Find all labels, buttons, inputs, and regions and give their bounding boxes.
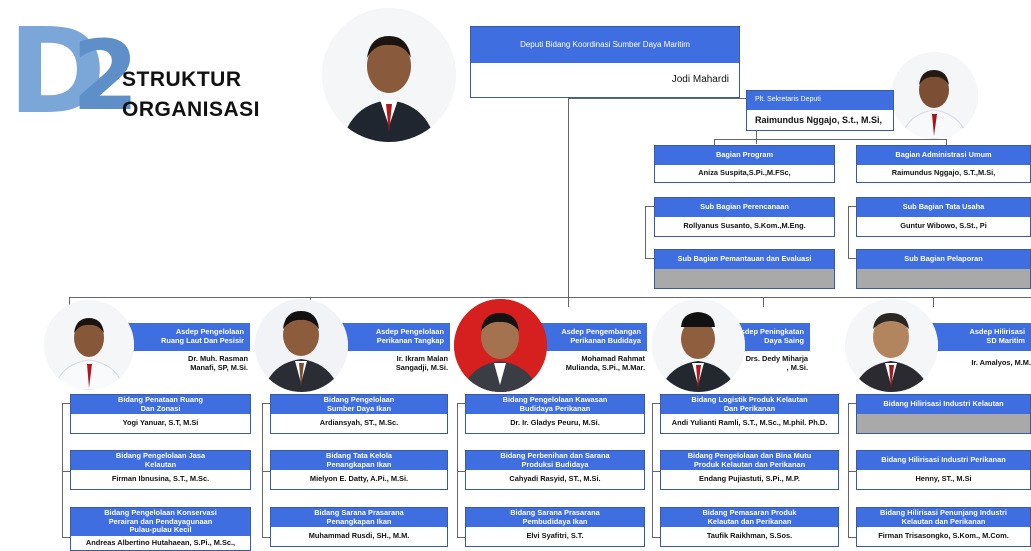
bidang-4-3-name: Taufik Raikhman, S.Sos. (706, 531, 793, 541)
logo-number: 2 (72, 20, 139, 132)
bidang-3-3-name: Elvi Syafitri, S.T. (526, 531, 584, 541)
bidang-5-1-title: Bidang Hilirisasi Industri Kelautan (857, 395, 1030, 414)
deputi-title: Deputi Bidang Koordinasi Sumber Daya Mar… (471, 27, 739, 63)
asdep-5-photo (845, 299, 938, 392)
subbagian-tatausaha-title: Sub Bagian Tata Usaha (857, 198, 1030, 217)
bidang-5-2: Bidang Hilirisasi Industri Perikanan Hen… (856, 450, 1031, 490)
bidang-5-2-title: Bidang Hilirisasi Industri Perikanan (857, 451, 1030, 470)
bidang-1-2: Bidang Pengelolaan Jasa Kelautan Firman … (70, 450, 251, 490)
bidang-3-1-title: Bidang Pengelolaan Kawasan Budidaya Peri… (466, 395, 644, 414)
asdep-4-name: Drs. Dedy Miharja , M.Si. (745, 354, 808, 373)
bidang-5-3: Bidang Hilirisasi Penunjang Industri Kel… (856, 507, 1031, 547)
asdep-3-photo (454, 299, 547, 392)
bagian-administrasi-name: Raimundus Nggajo, S.T.,M.Si, (891, 168, 996, 178)
bidang-3-2: Bidang Perbenihan dan Sarana Produksi Bu… (465, 450, 645, 490)
bidang-3-2-name: Cahyadi Rasyid, ST., M.Si. (509, 474, 601, 484)
bidang-2-3-title: Bidang Sarana Prasarana Penangkapan Ikan (271, 508, 447, 527)
bidang-4-2: Bidang Pengelolaan dan Bina Mutu Produk … (660, 450, 839, 490)
bagian-administrasi-title: Bagian Administrasi Umum (857, 146, 1030, 165)
subbagian-tatausaha-box: Sub Bagian Tata Usaha Guntur Wibowo, S.S… (856, 197, 1031, 237)
bagian-program-box: Bagian Program Aniza Suspita,S.Pi.,M.FSc… (654, 145, 835, 183)
bidang-2-3: Bidang Sarana Prasarana Penangkapan Ikan… (270, 507, 448, 547)
subbagian-perencanaan-name: Rollyanus Susanto, S.Kom.,M.Eng. (683, 221, 806, 231)
deputi-photo (322, 8, 456, 142)
logo-title-line2: ORGANISASI (122, 98, 261, 121)
bidang-2-1-title: Bidang Pengelolaan Sumber Daya Ikan (271, 395, 447, 414)
asdep-2-photo (255, 299, 348, 392)
logo-title-line1: STRUKTUR (122, 68, 242, 91)
subbagian-pemantauan-title: Sub Bagian Pemantauan dan Evaluasi (655, 250, 834, 269)
subbagian-perencanaan-box: Sub Bagian Perencanaan Rollyanus Susanto… (654, 197, 835, 237)
bidang-4-3: Bidang Pemasaran Produk Kelautan dan Per… (660, 507, 839, 547)
subbagian-pemantauan-box: Sub Bagian Pemantauan dan Evaluasi (654, 249, 835, 289)
bidang-1-3-title: Bidang Pengelolaan Konservasi Perairan d… (71, 508, 250, 536)
bagian-administrasi-box: Bagian Administrasi Umum Raimundus Nggaj… (856, 145, 1031, 183)
bidang-3-1-name: Dr. Ir. Gladys Peuru, M.Si. (510, 418, 600, 428)
subbagian-pelaporan-box: Sub Bagian Pelaporan (856, 249, 1031, 289)
bidang-4-3-title: Bidang Pemasaran Produk Kelautan dan Per… (661, 508, 838, 527)
bidang-3-3: Bidang Sarana Prasarana Pembudidaya Ikan… (465, 507, 645, 547)
subbagian-pelaporan-title: Sub Bagian Pelaporan (857, 250, 1030, 269)
subbagian-pelaporan-name (857, 269, 1030, 288)
bidang-3-1: Bidang Pengelolaan Kawasan Budidaya Peri… (465, 394, 645, 434)
bidang-1-2-title: Bidang Pengelolaan Jasa Kelautan (71, 451, 250, 470)
asdep-2-name: Ir. Ikram Malan Sangadji, M.Si. (395, 354, 448, 373)
asdep-1-photo (44, 300, 134, 390)
subbagian-pemantauan-name (655, 269, 834, 288)
bidang-5-1: Bidang Hilirisasi Industri Kelautan (856, 394, 1031, 434)
subbagian-tatausaha-name: Guntur Wibowo, S.St., Pi (900, 221, 987, 231)
deputi-name: Jodi Mahardi (671, 74, 729, 85)
bidang-4-2-name: Endang Pujiastuti, S.Pi., M.P. (699, 474, 800, 484)
bidang-2-2-name: Mielyon E. Datty, A.Pi., M.Si. (309, 474, 409, 484)
bidang-2-2-title: Bidang Tata Kelola Penangkapan Ikan (271, 451, 447, 470)
bidang-5-3-title: Bidang Hilirisasi Penunjang Industri Kel… (857, 508, 1030, 527)
asdep-3-name: Mohamad Rahmat Mulianda, S.Pi., M.Mar. (565, 354, 645, 373)
bidang-2-1: Bidang Pengelolaan Sumber Daya Ikan Ardi… (270, 394, 448, 434)
bidang-5-2-name: Henny, ST., M.Si (915, 474, 972, 484)
sekretaris-photo (891, 52, 978, 139)
bidang-1-1: Bidang Penataan Ruang Dan Zonasi Yogi Ya… (70, 394, 251, 434)
sekretaris-name: Raimundus Nggajo, S.t., M.Si, (755, 114, 883, 125)
bidang-1-1-title: Bidang Penataan Ruang Dan Zonasi (71, 395, 250, 414)
bidang-3-3-title: Bidang Sarana Prasarana Pembudidaya Ikan (466, 508, 644, 527)
asdep-4-photo (652, 299, 745, 392)
bidang-1-2-name: Firman Ibnusina, S.T., M.Sc. (111, 474, 210, 484)
asdep-1-name: Dr. Muh. Rasman Manafi, SP, M.Si. (188, 354, 248, 373)
subbagian-perencanaan-title: Sub Bagian Perencanaan (655, 198, 834, 217)
bidang-4-1-title: Bidang Logistik Produk Kelautan Dan Peri… (661, 395, 838, 414)
deputi-box: Deputi Bidang Koordinasi Sumber Daya Mar… (470, 26, 740, 98)
asdep-5-name: Ir. Amalyos, M.M. (971, 358, 1031, 367)
bidang-2-1-name: Ardiansyah, ST., M.Sc. (319, 418, 399, 428)
bidang-2-2: Bidang Tata Kelola Penangkapan Ikan Miel… (270, 450, 448, 490)
bidang-4-2-title: Bidang Pengelolaan dan Bina Mutu Produk … (661, 451, 838, 470)
bidang-1-3: Bidang Pengelolaan Konservasi Perairan d… (70, 507, 251, 551)
bidang-4-1: Bidang Logistik Produk Kelautan Dan Peri… (660, 394, 839, 434)
bidang-5-1-name (857, 414, 1030, 433)
bidang-3-2-title: Bidang Perbenihan dan Sarana Produksi Bu… (466, 451, 644, 470)
sekretaris-title: Plt. Sekretaris Deputi (747, 91, 893, 110)
bidang-1-3-name: Andreas Albertino Hutahaean, S.Pi., M.Sc… (85, 537, 236, 547)
bagian-program-name: Aniza Suspita,S.Pi.,M.FSc, (698, 168, 791, 178)
asdep-5-title: Asdep Hilirisasi SD Maritim (920, 323, 1031, 351)
bagian-program-title: Bagian Program (655, 146, 834, 165)
bidang-4-1-name: Andi Yulianti Ramli, S.T., M.Sc., M.phil… (671, 418, 828, 428)
logo-letter: D (8, 2, 106, 140)
bidang-2-3-name: Muhammad Rusdi, SH., M.M. (308, 531, 410, 541)
sekretaris-box: Plt. Sekretaris Deputi Raimundus Nggajo,… (746, 90, 894, 131)
bidang-1-1-name: Yogi Yanuar, S.T, M.Si (122, 418, 199, 428)
bidang-5-3-name: Firman Trisasongko, S.Kom., M.Com. (878, 531, 1009, 541)
